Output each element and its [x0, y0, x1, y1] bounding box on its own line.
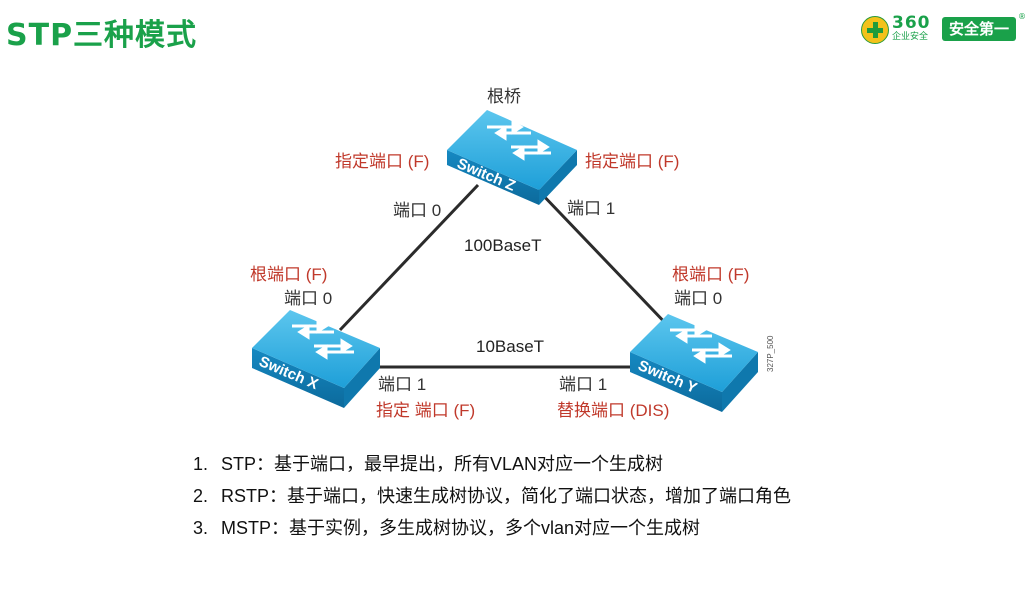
list-item-text: MSTP：基于实例，多生成树协议，多个vlan对应一个生成树: [221, 518, 701, 538]
z-left-port-role: 指定端口 (F): [335, 152, 429, 171]
link-z-x-speed: 100BaseT: [464, 236, 542, 255]
x-root-port-role: 根端口 (F): [250, 265, 327, 284]
z-right-port-role: 指定端口 (F): [585, 152, 679, 171]
list-item-number: 1.: [193, 454, 209, 474]
list-item-text: RSTP：基于端口，快速生成树协议，简化了端口状态，增加了端口角色: [221, 486, 792, 506]
list-item: 1. STP：基于端口，最早提出，所有VLAN对应一个生成树: [193, 448, 791, 480]
brand-logo: 360 企业安全 安全第一 ®: [858, 12, 1028, 46]
logo-brand-sub: 企业安全: [892, 32, 929, 42]
list-item: 2. RSTP：基于端口，快速生成树协议，简化了端口状态，增加了端口角色: [193, 480, 791, 512]
switch-y-icon: [630, 314, 758, 412]
x-port1-role: 指定 端口 (F): [376, 401, 475, 420]
figure-code: 327P_500: [766, 335, 775, 372]
list-item-text: STP：基于端口，最早提出，所有VLAN对应一个生成树: [221, 454, 664, 474]
z-port0-label: 端口 0: [393, 201, 441, 220]
link-z-y: [536, 188, 674, 332]
link-z-x: [338, 183, 480, 332]
x-port1-label: 端口 1: [378, 375, 426, 394]
z-port1-label: 端口 1: [567, 199, 615, 218]
switch-z-icon: [447, 110, 577, 205]
plus-circle-icon: [861, 16, 889, 44]
list-item-number: 3.: [193, 518, 209, 538]
logo-brand-number: 360: [892, 13, 931, 33]
switch-x-icon: [252, 310, 380, 408]
stp-modes-list: 1. STP：基于端口，最早提出，所有VLAN对应一个生成树 2. RSTP：基于端…: [193, 448, 791, 544]
y-port0-label: 端口 0: [674, 289, 722, 308]
list-item: 3. MSTP：基于实例，多生成树协议，多个vlan对应一个生成树: [193, 512, 791, 544]
stp-topology-diagram: Switch Z Switch X Switch Y 根桥 指定端口 (F) 指…: [250, 87, 775, 420]
root-bridge-label: 根桥: [487, 87, 521, 106]
x-port0-label: 端口 0: [284, 289, 332, 308]
registered-mark: ®: [1018, 12, 1026, 21]
list-item-number: 2.: [193, 486, 209, 506]
y-port1-role: 替换端口 (DIS): [557, 401, 669, 420]
slide-title: STP三种模式: [6, 18, 198, 53]
link-x-y-speed: 10BaseT: [476, 337, 544, 356]
y-root-port-role: 根端口 (F): [672, 265, 749, 284]
y-port1-label: 端口 1: [559, 375, 607, 394]
logo-badge: 安全第一: [942, 17, 1016, 41]
